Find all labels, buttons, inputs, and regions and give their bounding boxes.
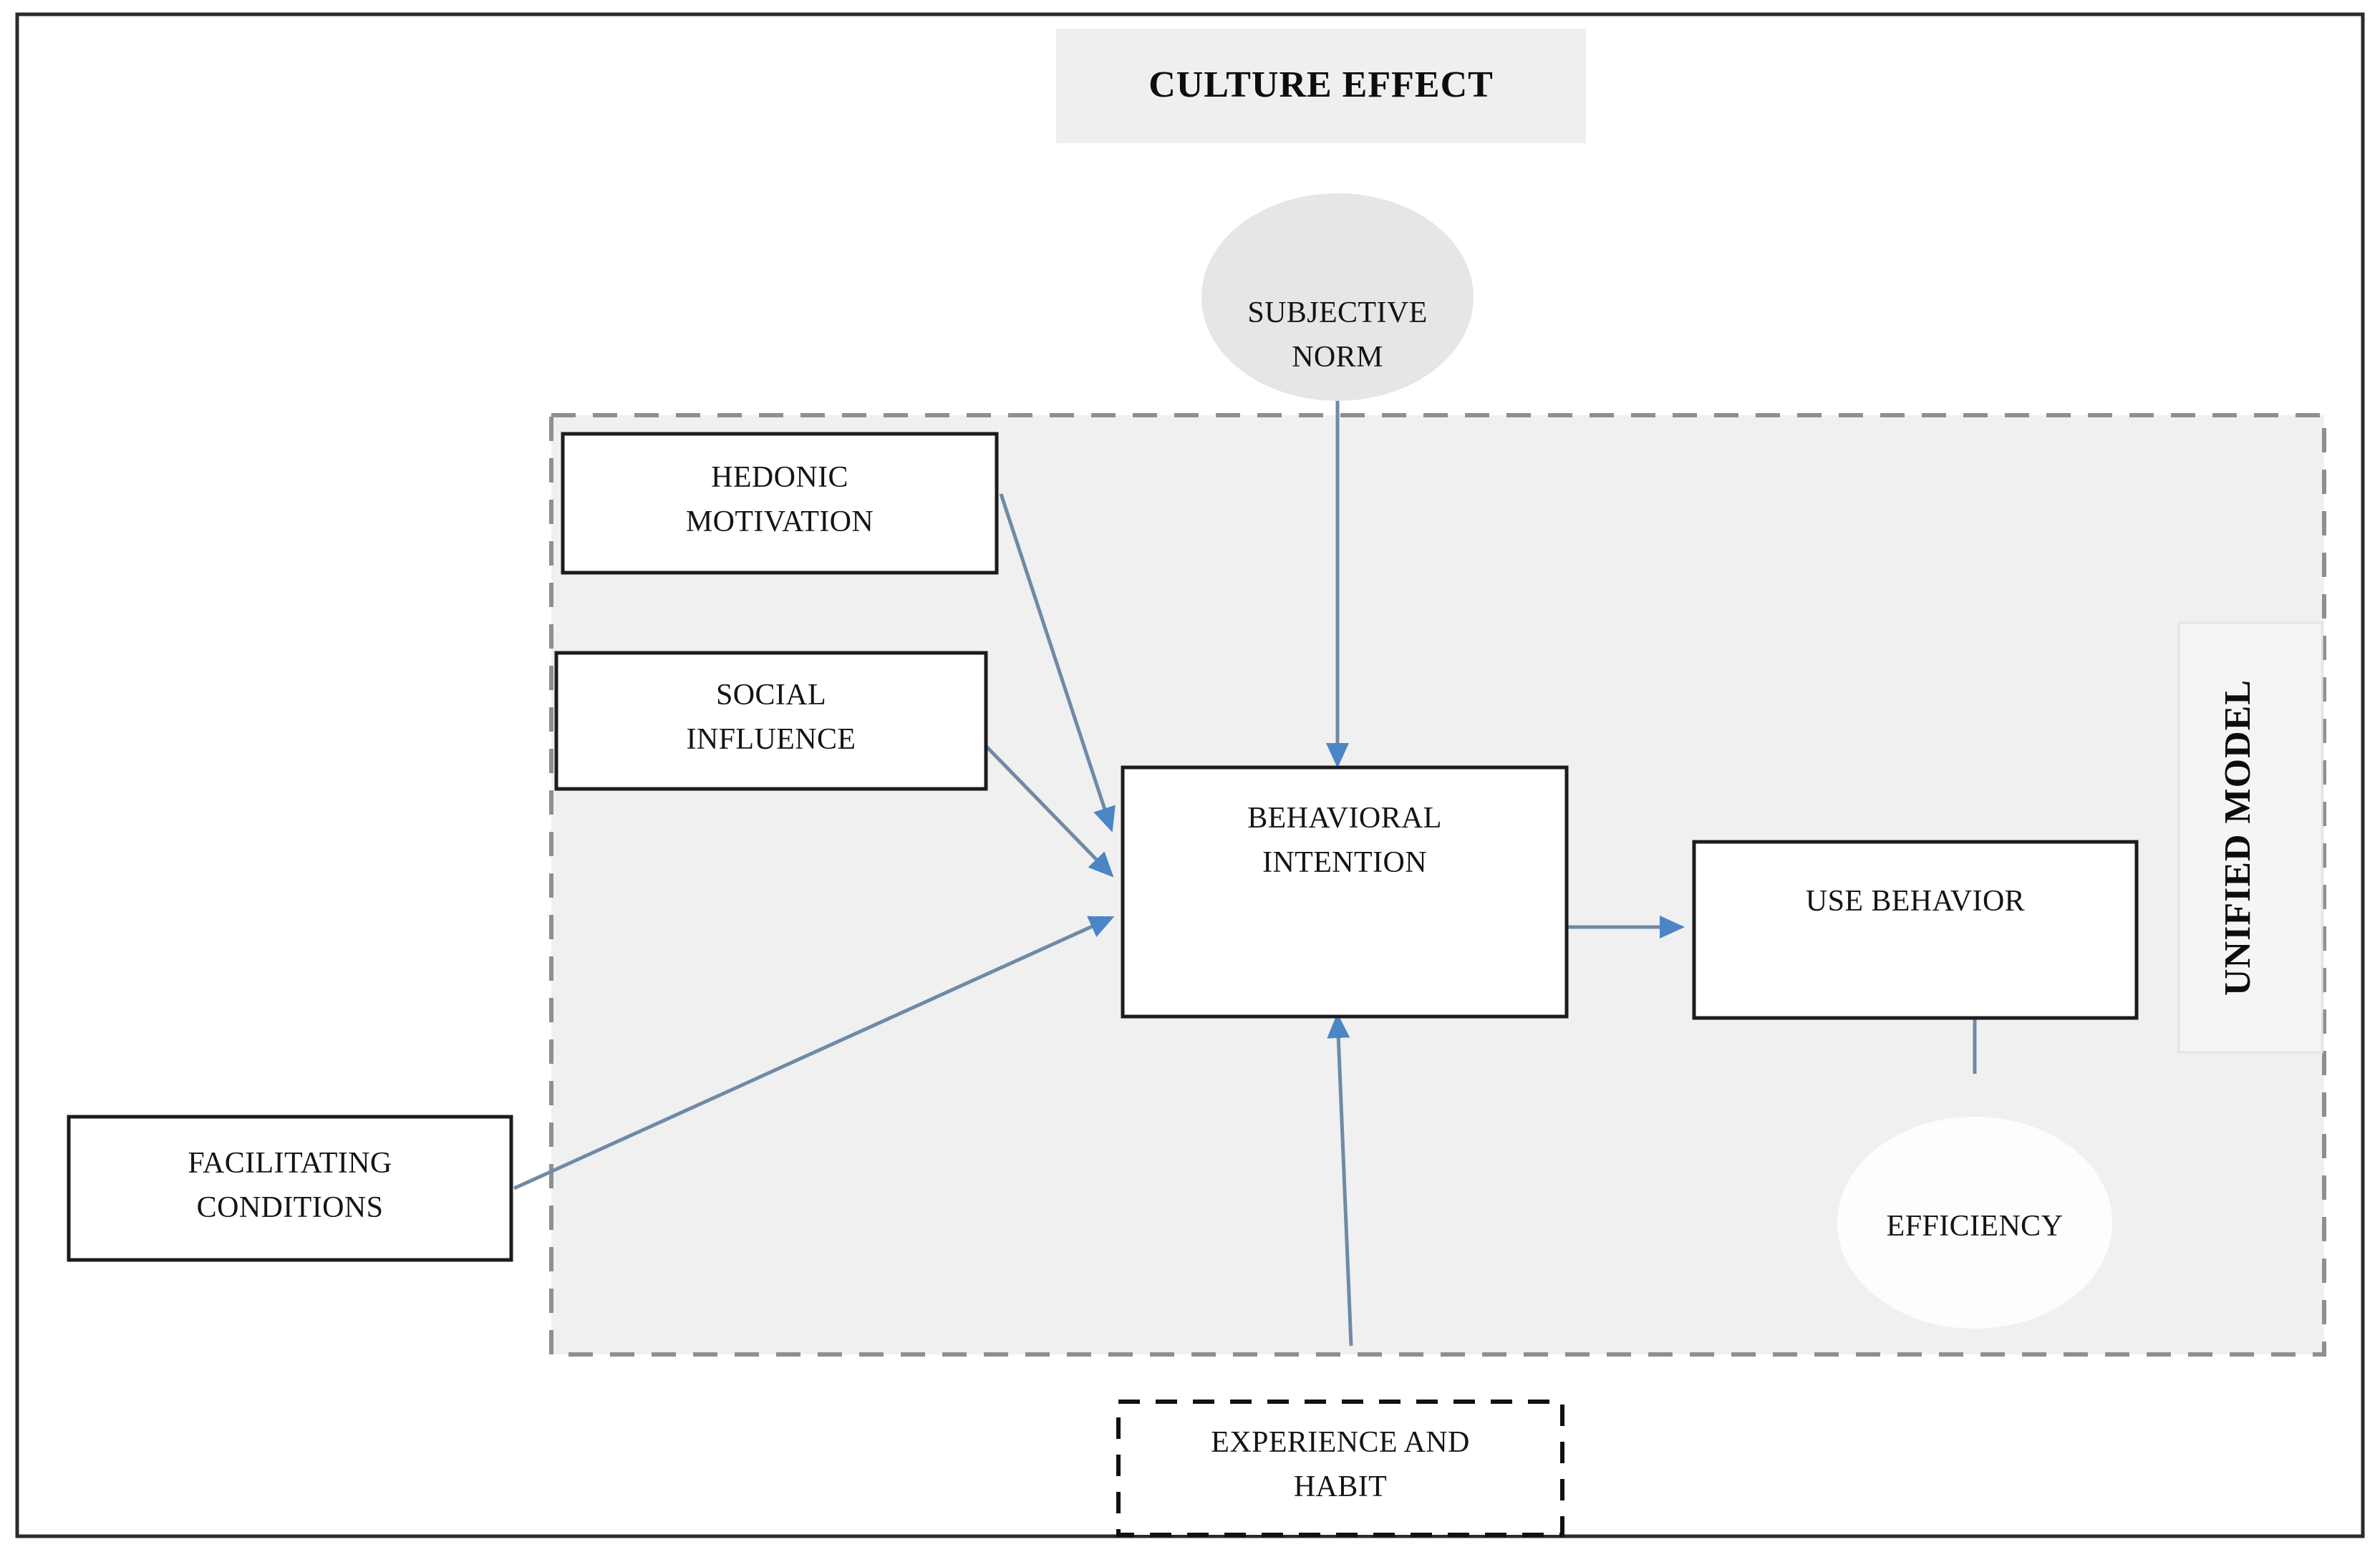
efficiency-label-line1: EFFICIENCY	[1887, 1210, 2064, 1243]
node-hedonic-motivation[interactable]: HEDONIC MOTIVATION	[561, 432, 999, 575]
subjective-norm-label-line1: SUBJECTIVE	[1247, 296, 1427, 329]
culture-effect-banner	[1056, 29, 1586, 143]
node-facilitating-conditions[interactable]: FACILITATING CONDITIONS	[67, 1115, 513, 1262]
behavioral-intention-label-line2: INTENTION	[1262, 846, 1427, 879]
node-use-behavior[interactable]: USE BEHAVIOR	[1692, 840, 2139, 1020]
hedonic-motivation-box	[561, 432, 999, 575]
subjective-norm-label-line2: NORM	[1292, 341, 1383, 374]
social-influence-box	[554, 651, 988, 791]
node-efficiency[interactable]: EFFICIENCY	[1837, 1117, 2112, 1329]
experience-and-habit-label-line2: HABIT	[1294, 1470, 1387, 1503]
efficiency-circle	[1837, 1117, 2112, 1329]
edge-hedonic-motivation-to-behavioral-intention	[999, 493, 1116, 833]
edge-social-influence-to-behavioral-intention	[983, 743, 1114, 878]
facilitating-conditions-box	[67, 1115, 513, 1262]
node-experience-and-habit[interactable]: EXPERIENCE AND HABIT	[1116, 1400, 1564, 1537]
use-behavior-label-line1: USE BEHAVIOR	[1806, 885, 2025, 918]
use-behavior-box	[1692, 840, 2139, 1020]
behavioral-intention-box	[1121, 765, 1569, 1019]
facilitating-conditions-label-line1: FACILITATING	[188, 1147, 392, 1180]
experience-and-habit-label-line1: EXPERIENCE AND	[1211, 1426, 1469, 1459]
social-influence-label-line2: INFLUENCE	[687, 723, 856, 756]
unified-model-label: UNIFIED MODEL	[2217, 679, 2258, 996]
facilitating-conditions-label-line2: CONDITIONS	[197, 1191, 384, 1224]
edge-experience-and-habit-to-behavioral-intention	[1327, 1013, 1353, 1347]
node-subjective-norm[interactable]: SUBJECTIVE NORM	[1201, 193, 1474, 401]
unified-model-label-plate	[2177, 621, 2323, 1054]
subjective-norm-circle	[1201, 193, 1474, 401]
edge-facilitating-conditions-to-behavioral-intention	[513, 916, 1115, 1190]
node-behavioral-intention[interactable]: BEHAVIORAL INTENTION	[1121, 765, 1569, 1019]
unified-model-region-border	[549, 413, 2326, 1357]
culture-effect-title: CULTURE EFFECT	[1148, 64, 1494, 105]
hedonic-motivation-label-line1: HEDONIC	[711, 461, 848, 494]
hedonic-motivation-label-line2: MOTIVATION	[686, 505, 874, 538]
social-influence-label-line1: SOCIAL	[716, 679, 826, 712]
experience-and-habit-box	[1116, 1400, 1564, 1537]
node-social-influence[interactable]: SOCIAL INFLUENCE	[554, 651, 988, 791]
behavioral-intention-label-line1: BEHAVIORAL	[1247, 802, 1442, 835]
